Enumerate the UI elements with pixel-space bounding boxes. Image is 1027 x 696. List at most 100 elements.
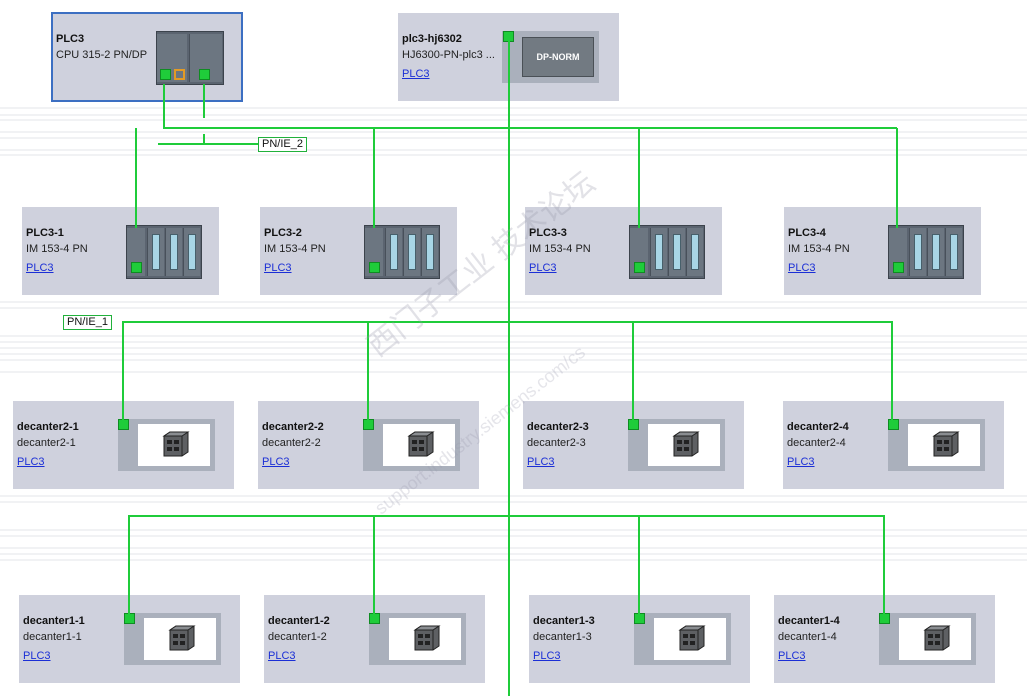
device-type: IM 153-4 PN	[529, 243, 591, 255]
plc-link[interactable]: PLC3	[264, 262, 292, 274]
device-name: PLC3-2	[264, 227, 302, 239]
switch-device-icon	[405, 430, 435, 458]
device-module-box	[118, 419, 215, 471]
plc-link[interactable]: PLC3	[787, 456, 815, 468]
device-im-153-4[interactable]: PLC3-2 IM 153-4 PN PLC3	[260, 207, 457, 295]
profinet-port[interactable]	[124, 613, 135, 624]
io-module	[183, 228, 200, 276]
profinet-port[interactable]	[363, 419, 374, 430]
io-module	[686, 228, 703, 276]
device-plc3-hj6302[interactable]: plc3-hj6302 HJ6300-PN-plc3 ... PLC3 DP-N…	[398, 13, 619, 101]
io-slot	[691, 234, 699, 270]
io-slot	[408, 234, 416, 270]
device-type: decanter1-2	[268, 631, 327, 643]
io-module	[927, 228, 944, 276]
device-name: decanter1-2	[268, 615, 330, 627]
plc-link[interactable]: PLC3	[17, 456, 45, 468]
device-module-box	[363, 419, 460, 471]
io-module	[945, 228, 962, 276]
io-slot	[914, 234, 922, 270]
device-type: decanter1-3	[533, 631, 592, 643]
plc-link[interactable]: PLC3	[268, 650, 296, 662]
device-image-frame	[654, 618, 726, 660]
device-type: HJ6300-PN-plc3 ...	[402, 49, 495, 61]
plc-link[interactable]: PLC3	[527, 456, 555, 468]
device-module-box	[879, 613, 976, 665]
profinet-port[interactable]	[888, 419, 899, 430]
device-name: plc3-hj6302	[402, 33, 462, 45]
device-name: decanter1-1	[23, 615, 85, 627]
plc-link[interactable]: PLC3	[778, 650, 806, 662]
device-im-153-4[interactable]: PLC3-1 IM 153-4 PN PLC3	[22, 207, 219, 295]
plc-link[interactable]: PLC3	[402, 68, 430, 80]
profinet-port[interactable]	[893, 262, 904, 273]
device-image-frame	[899, 618, 971, 660]
dp-port[interactable]	[174, 69, 185, 80]
io-slot	[152, 234, 160, 270]
io-slot	[673, 234, 681, 270]
device-name: decanter2-4	[787, 421, 849, 433]
device-type: decanter1-4	[778, 631, 837, 643]
plc-link[interactable]: PLC3	[23, 650, 51, 662]
profinet-port[interactable]	[118, 419, 129, 430]
io-slot	[170, 234, 178, 270]
plc-link[interactable]: PLC3	[26, 262, 54, 274]
device-name: decanter2-3	[527, 421, 589, 433]
io-module	[909, 228, 926, 276]
switch-device-icon	[670, 430, 700, 458]
profinet-port[interactable]	[160, 69, 171, 80]
plc-link[interactable]: PLC3	[262, 456, 290, 468]
plc-link[interactable]: PLC3	[788, 262, 816, 274]
device-type: decanter2-2	[262, 437, 321, 449]
device-type: decanter2-4	[787, 437, 846, 449]
io-module	[668, 228, 685, 276]
device-type: decanter2-1	[17, 437, 76, 449]
device-type: decanter1-1	[23, 631, 82, 643]
network-label-pn-ie-2[interactable]: PN/IE_2	[258, 137, 307, 152]
switch-device-icon	[930, 430, 960, 458]
device-name: PLC3	[56, 33, 85, 45]
profinet-port[interactable]	[634, 613, 645, 624]
io-module	[421, 228, 438, 276]
device-module-box	[124, 613, 221, 665]
profinet-port[interactable]	[369, 262, 380, 273]
io-module	[403, 228, 420, 276]
io-slot	[932, 234, 940, 270]
profinet-port[interactable]	[503, 31, 514, 42]
io-module	[147, 228, 164, 276]
device-type: IM 153-4 PN	[264, 243, 326, 255]
device-module-box	[628, 419, 725, 471]
switch-device-icon	[166, 624, 196, 652]
plc-link[interactable]: PLC3	[529, 262, 557, 274]
profinet-port[interactable]	[131, 262, 142, 273]
io-slot	[950, 234, 958, 270]
network-label-pn-ie-1[interactable]: PN/IE_1	[63, 315, 112, 330]
device-module-box	[888, 419, 985, 471]
device-image-frame	[389, 618, 461, 660]
device-type: IM 153-4 PN	[26, 243, 88, 255]
profinet-port[interactable]	[879, 613, 890, 624]
profinet-port[interactable]	[369, 613, 380, 624]
profinet-port[interactable]	[628, 419, 639, 430]
device-name: PLC3-1	[26, 227, 64, 239]
io-module	[650, 228, 667, 276]
profinet-port[interactable]	[634, 262, 645, 273]
device-plc3[interactable]: PLC3 CPU 315-2 PN/DP	[51, 12, 243, 102]
io-slot	[390, 234, 398, 270]
device-module-box	[369, 613, 466, 665]
plc-link[interactable]: PLC3	[533, 650, 561, 662]
profinet-port-2[interactable]	[199, 69, 210, 80]
dp-norm-module: DP-NORM	[522, 37, 594, 77]
device-name: PLC3-4	[788, 227, 826, 239]
